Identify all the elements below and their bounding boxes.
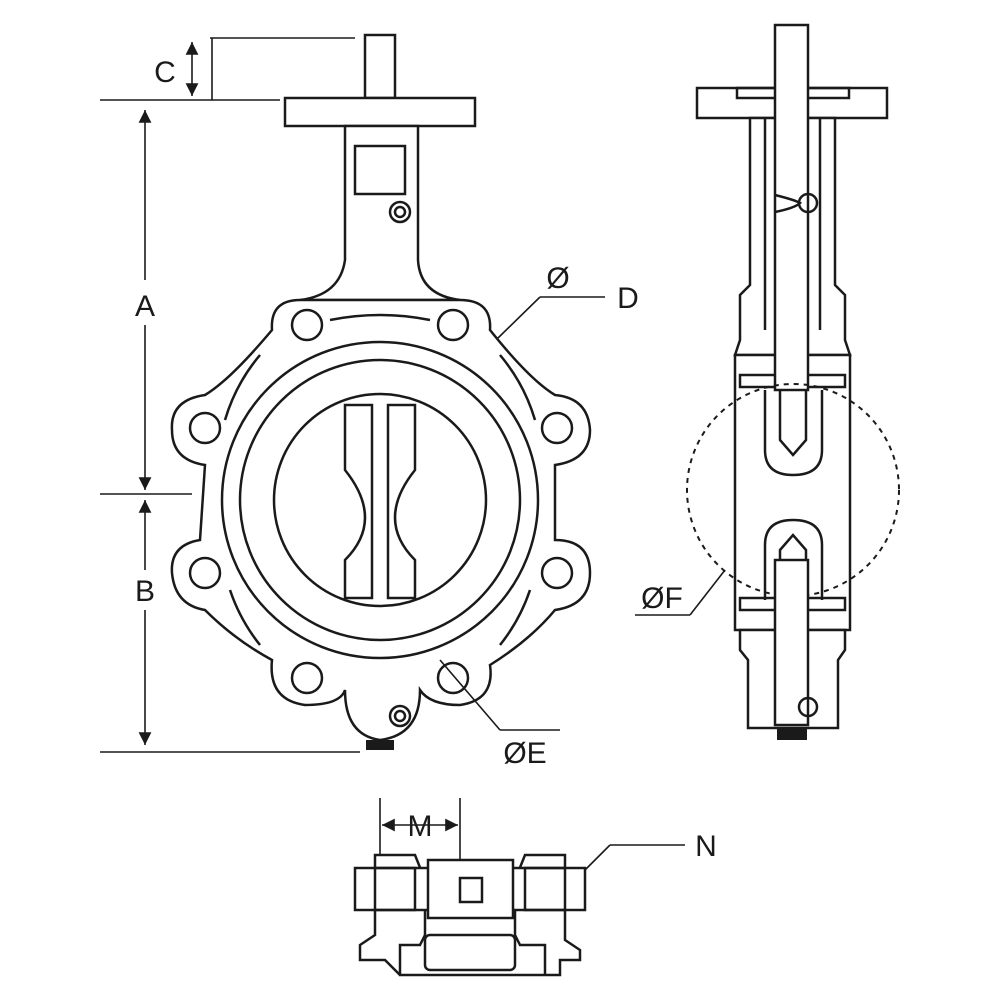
dimension-lines (100, 37, 726, 871)
bolt-holes (188, 308, 574, 695)
label-e: ØE (503, 737, 546, 770)
label-c: C (154, 56, 176, 89)
label-d-symbol: Ø (546, 262, 569, 295)
label-n: N (695, 830, 717, 863)
side-view (686, 23, 900, 740)
label-m: M (408, 810, 433, 843)
label-f: ØF (641, 582, 683, 615)
label-d: D (617, 282, 639, 315)
bottom-view (353, 853, 587, 977)
label-a: A (135, 290, 155, 323)
label-b: B (135, 575, 155, 608)
front-view (170, 33, 592, 750)
